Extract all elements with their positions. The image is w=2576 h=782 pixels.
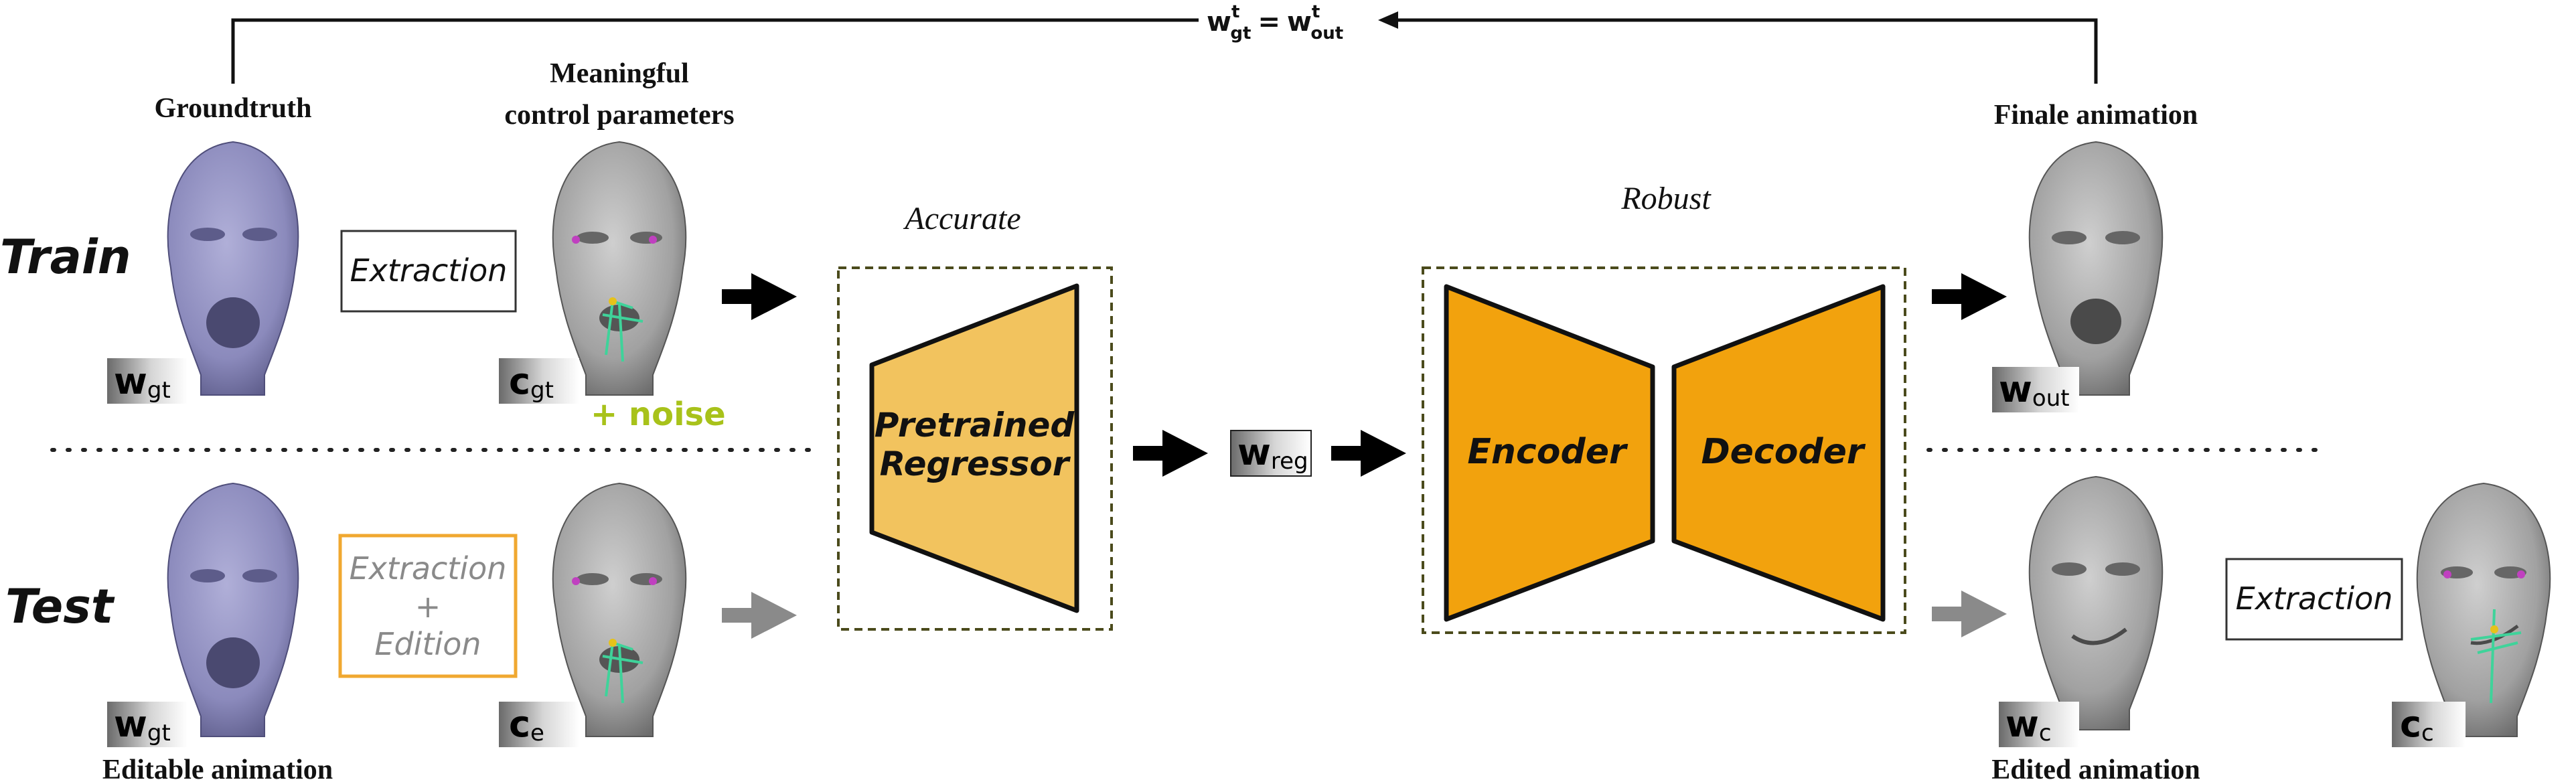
arrow-test-to-regressor [722, 592, 797, 639]
arrow-wreg-to-encoder [1331, 430, 1406, 477]
badge-w-gt-test: wgt [107, 702, 187, 747]
head-params-train [552, 141, 687, 396]
accurate-label: Accurate [903, 201, 1020, 236]
meaningful-label-line2: control parameters [504, 100, 734, 131]
badge-c-e: ce [499, 702, 579, 747]
svg-text:cgt: cgt [509, 360, 554, 404]
svg-text:wgt: wgt [114, 703, 171, 747]
edited-animation-label: Edited animation [1991, 755, 2200, 782]
editable-animation-label: Editable animation [102, 755, 333, 782]
badge-w-gt-train: wgt [107, 358, 187, 404]
autoencoder-block: Encoder Decoder [1422, 266, 1906, 634]
head-groundtruth-test [167, 482, 299, 737]
head-finale-animation [2028, 141, 2164, 396]
train-row-label: Train [0, 230, 131, 285]
regressor-label-line2: Regressor [880, 445, 1071, 483]
badge-w-out: wout [1992, 367, 2079, 412]
test-row-label: Test [5, 579, 115, 634]
head-groundtruth-train [167, 141, 299, 396]
arrow-decoder-to-edited [1932, 591, 2007, 637]
decoder-label: Decoder [1701, 432, 1866, 472]
badge-w-reg: wreg [1230, 430, 1312, 477]
regressor-block: Pretrained Regressor [837, 266, 1113, 631]
robust-label: Robust [1620, 181, 1712, 216]
head-edited-animation [2028, 475, 2164, 730]
svg-text:Edition: Edition [374, 626, 481, 662]
feedback-arrowhead [1378, 11, 1398, 29]
badge-c-c: cc [2392, 702, 2466, 747]
groundtruth-label: Groundtruth [155, 93, 312, 124]
svg-text:wc: wc [2005, 703, 2052, 747]
svg-text:Extraction: Extraction [350, 252, 508, 289]
finale-animation-label: Finale animation [1994, 100, 2198, 131]
badge-w-c: wc [1999, 702, 2079, 747]
extraction-box-right: Extraction [2225, 558, 2403, 641]
regressor-label-line1: Pretrained [875, 406, 1075, 445]
svg-text:ce: ce [509, 703, 544, 747]
encoder-shape [1444, 284, 1655, 622]
svg-text:cc: cc [2400, 703, 2434, 747]
head-edited-params [2416, 482, 2551, 737]
svg-text:Extraction: Extraction [2236, 580, 2393, 617]
svg-text:wreg: wreg [1237, 431, 1308, 475]
badge-c-gt: cgt [499, 358, 579, 404]
encoder-label: Encoder [1467, 432, 1628, 472]
svg-text:+: + [415, 589, 441, 625]
extraction-edition-box-test: Extraction + Edition [338, 534, 518, 678]
extraction-box-train: Extraction [340, 230, 517, 313]
svg-text:wout: wout [1999, 368, 2070, 412]
svg-text:wgt: wgt [114, 360, 171, 404]
svg-text:Extraction: Extraction [350, 550, 507, 586]
decoder-shape [1671, 284, 1886, 622]
noise-label: + noise [591, 396, 726, 433]
arrow-regressor-to-wreg [1133, 430, 1208, 477]
meaningful-label-line1: Meaningful [550, 58, 689, 89]
head-params-test [552, 482, 687, 737]
arrow-train-to-regressor [722, 273, 797, 320]
arrow-decoder-to-finale [1932, 273, 2007, 320]
